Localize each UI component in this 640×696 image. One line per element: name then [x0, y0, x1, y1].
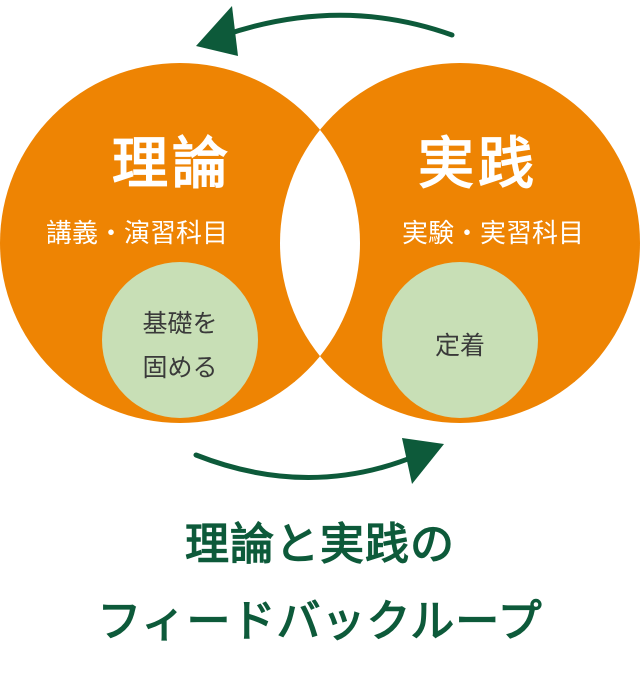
practice-subtitle: 実験・実習科目 — [402, 219, 584, 249]
caption-line-2: フィードバックループ — [97, 596, 543, 647]
foundation-circle — [102, 262, 258, 418]
caption-line-1: 理論と実践の — [185, 519, 455, 570]
foundation-text-line1: 基礎を — [142, 309, 217, 338]
practice-circle — [280, 63, 640, 423]
foundation-text-line2: 固める — [142, 353, 217, 382]
top-arrow-shaft — [219, 12, 455, 39]
theory-circle — [0, 63, 360, 423]
theory-subtitle: 講義・演習科目 — [46, 219, 228, 249]
bottom-arrow-shaft — [193, 452, 421, 480]
retention-circle — [382, 262, 538, 418]
top-arrow-head — [196, 6, 238, 56]
retention-text: 定着 — [435, 331, 485, 360]
practice-title: 実践 — [418, 132, 538, 197]
theory-title: 理論 — [112, 132, 232, 197]
bottom-arrow-head — [402, 438, 444, 484]
